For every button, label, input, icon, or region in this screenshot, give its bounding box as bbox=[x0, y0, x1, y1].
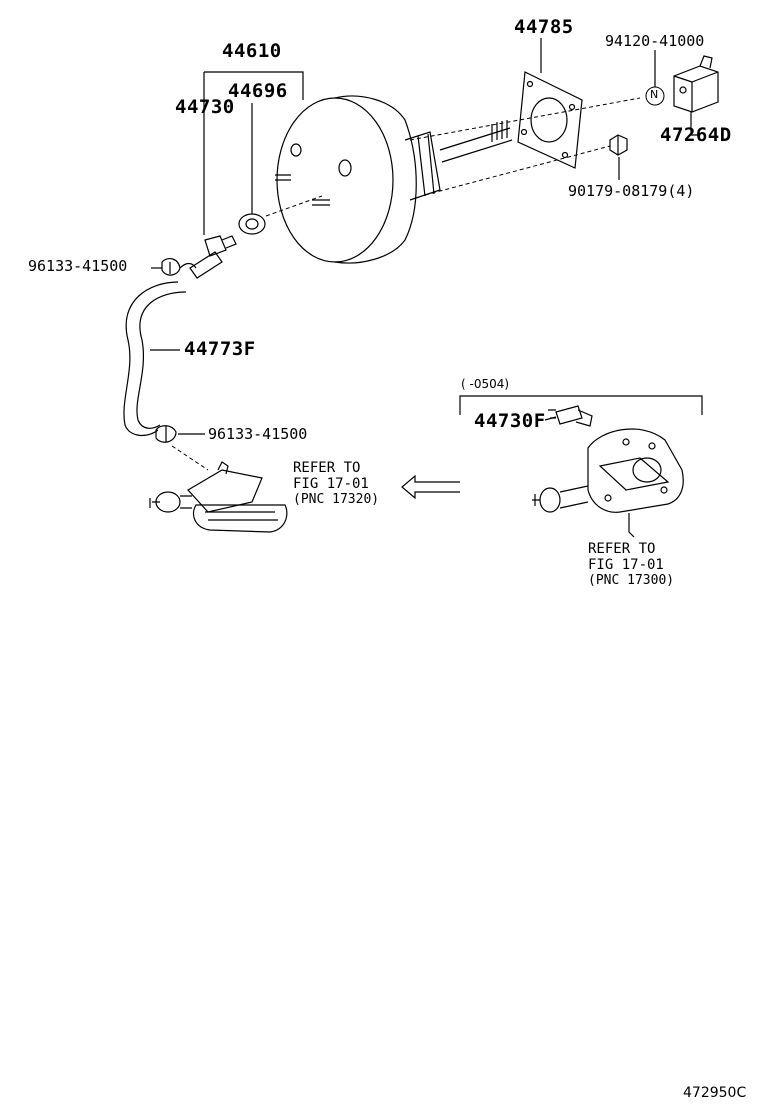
part-44785-label[interactable]: 44785 bbox=[514, 16, 574, 38]
part-44730f-label[interactable]: 44730F bbox=[474, 410, 546, 432]
part-44696-label[interactable]: 44696 bbox=[228, 80, 288, 102]
leader-refer-right bbox=[628, 513, 635, 538]
part-44610-label[interactable]: 44610 bbox=[222, 40, 282, 62]
nut-marker-label: N bbox=[650, 88, 659, 101]
date-range-bracket bbox=[459, 395, 703, 415]
nut-icon bbox=[609, 134, 628, 156]
part-44730-label[interactable]: 44730 bbox=[175, 96, 235, 118]
leader-44730f bbox=[544, 416, 557, 421]
leader-47264d bbox=[690, 112, 699, 136]
gasket-icon bbox=[517, 71, 583, 169]
part-94120-label[interactable]: 94120-41000 bbox=[605, 32, 705, 50]
hose-clip-icon bbox=[155, 425, 177, 443]
refer-left-line1: REFER TO bbox=[293, 460, 361, 476]
refer-right-line3: (PNC 17300) bbox=[588, 573, 675, 588]
part-96133-bottom-label[interactable]: 96133-41500 bbox=[208, 425, 308, 443]
refer-left-line3: (PNC 17320) bbox=[293, 492, 380, 507]
refer-right-line2[interactable]: FIG 17-01 bbox=[588, 557, 664, 573]
part-44773f-label[interactable]: 44773F bbox=[184, 338, 256, 360]
assembly-lines bbox=[171, 97, 641, 471]
refer-left-note: REFER TO FIG 17-01 (PNC 17320) bbox=[293, 460, 379, 508]
intake-manifold-right-icon bbox=[532, 428, 684, 513]
hose-clip-icon bbox=[161, 258, 181, 276]
refer-right-line1: REFER TO bbox=[588, 541, 656, 557]
brake-booster-icon bbox=[275, 95, 513, 264]
date-range-label: ( -0504) bbox=[461, 377, 510, 391]
part-47264d-label[interactable]: 47264D bbox=[660, 124, 732, 146]
intake-manifold-left-icon bbox=[149, 461, 288, 533]
refer-left-line2[interactable]: FIG 17-01 bbox=[293, 476, 369, 492]
vacuum-hose bbox=[123, 281, 179, 436]
refer-right-note: REFER TO FIG 17-01 (PNC 17300) bbox=[588, 541, 674, 589]
figure-id: 472950C bbox=[683, 1085, 747, 1101]
arrow-left-icon bbox=[401, 474, 460, 500]
union-fitting-icon bbox=[189, 235, 237, 279]
group-bracket-44610 bbox=[203, 71, 304, 235]
bracket-47264d-icon bbox=[673, 55, 719, 113]
part-90179-label[interactable]: 90179-08179(4) bbox=[568, 182, 695, 200]
grommet-icon bbox=[238, 213, 266, 235]
part-96133-top-label[interactable]: 96133-41500 bbox=[28, 257, 128, 275]
union-fitting-f-icon bbox=[548, 405, 593, 427]
